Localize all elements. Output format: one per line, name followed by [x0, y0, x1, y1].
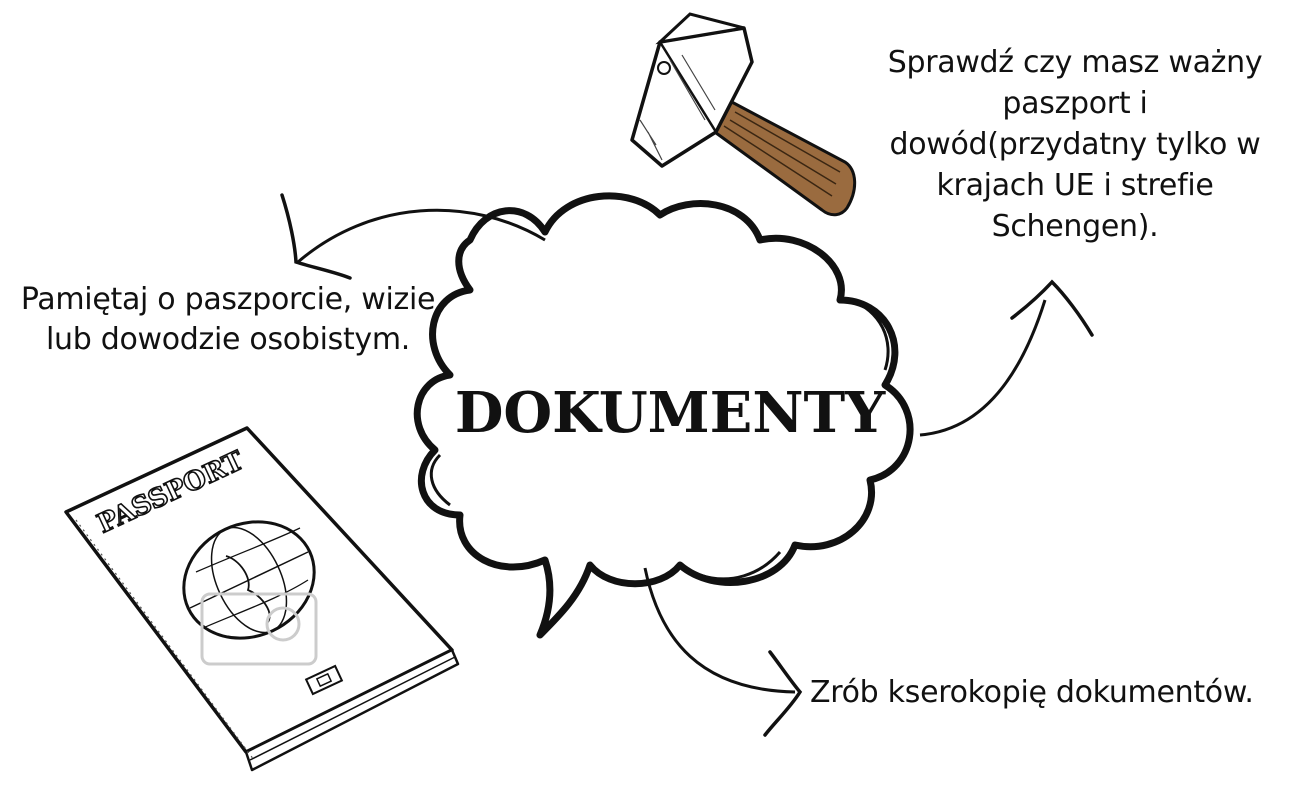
central-topic: DOKUMENTY: [454, 380, 886, 446]
chip-icon: [304, 664, 344, 696]
note-right: Sprawdź czy masz ważny paszport i dowód(…: [887, 45, 1263, 244]
passport-icon: PASSPORT: [64, 426, 460, 772]
speech-cloud-icon: [413, 192, 914, 639]
note-bottom: Zrób kserokopię dokumentów.: [810, 675, 1254, 710]
arrow-icon: [643, 567, 803, 737]
arrow-icon: [280, 193, 546, 280]
note-left: Pamiętaj o paszporcie, wizie lub dowodzi…: [20, 282, 436, 357]
hammer-icon: [630, 12, 857, 217]
arrow-icon: [919, 279, 1094, 437]
